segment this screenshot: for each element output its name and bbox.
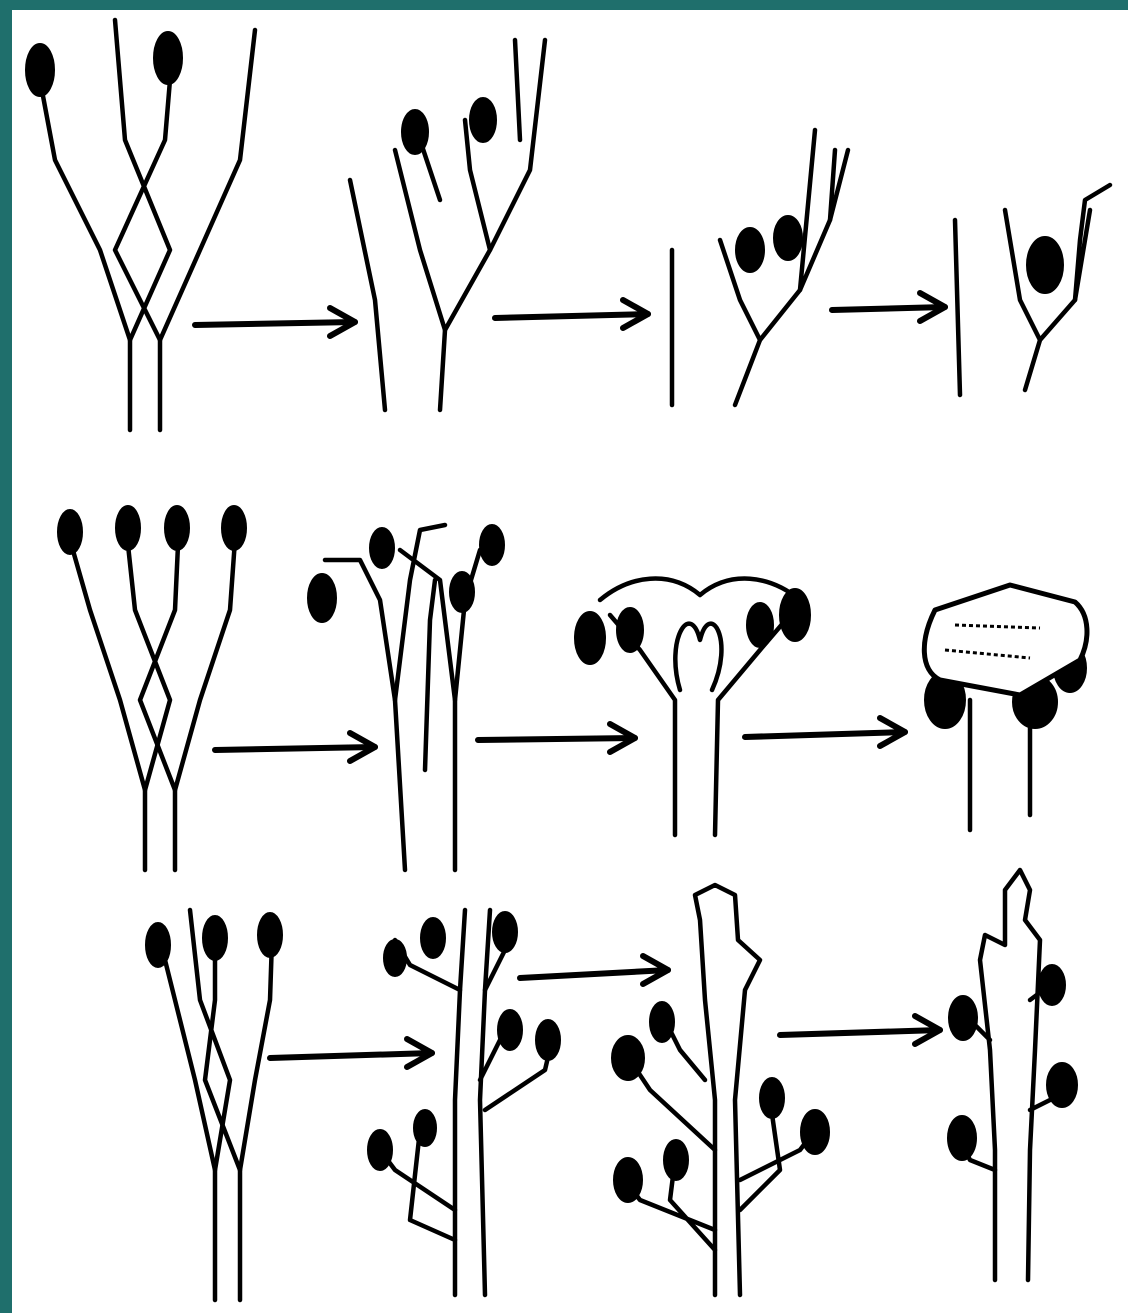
sporangium-icon xyxy=(801,1110,829,1154)
sporangium-icon xyxy=(146,923,170,967)
arrow-icon xyxy=(270,1039,432,1067)
row-2-stage-4-peltate-sporangiophore xyxy=(924,585,1087,830)
arrow-icon xyxy=(495,300,648,328)
sporangium-icon xyxy=(747,603,773,647)
row-3-stage-1-dichotomous-branching xyxy=(146,910,282,1300)
telome-evolution-diagram xyxy=(12,10,1128,1313)
row-2 xyxy=(58,506,1087,870)
row-3-stage-4-reduced-sporophyll xyxy=(948,870,1077,1280)
arrow-icon xyxy=(832,293,945,321)
sporangium-icon xyxy=(222,506,246,550)
sporangium-icon xyxy=(384,940,406,976)
sporangium-icon xyxy=(368,1130,392,1170)
sporangium-icon xyxy=(450,572,474,612)
sporangium-icon xyxy=(736,228,764,272)
sporangium-icon xyxy=(493,912,517,952)
sporangium-icon xyxy=(948,1116,976,1160)
sporangium-icon xyxy=(26,44,54,96)
sporangium-icon xyxy=(480,525,504,565)
sporangium-icon xyxy=(1027,237,1063,293)
arrow-icon xyxy=(745,718,905,746)
sporangium-icon xyxy=(154,32,182,84)
row-2-stage-2-recurving-telomes xyxy=(308,525,504,870)
sporangium-icon xyxy=(498,1010,522,1050)
sporangium-icon xyxy=(760,1078,784,1118)
sporangium-icon xyxy=(258,913,282,957)
arrow-icon xyxy=(215,733,375,761)
sporangium-icon xyxy=(203,916,227,960)
sporangium-icon xyxy=(774,216,802,260)
sporangium-icon xyxy=(949,996,977,1040)
row-1-stage-3-planation xyxy=(672,130,848,405)
row-1 xyxy=(26,20,1110,430)
sporangium-icon xyxy=(1039,965,1065,1005)
arrow-icon xyxy=(520,956,668,984)
sporangium-icon xyxy=(370,528,394,568)
sporangium-icon xyxy=(536,1020,560,1060)
row-2-stage-3-fusion xyxy=(575,579,810,835)
row-3-stage-3-webbing xyxy=(612,885,829,1295)
row-3-stage-2-lateral-branching xyxy=(368,910,560,1295)
arrow-icon xyxy=(780,1016,940,1044)
sporangium-icon xyxy=(58,510,82,554)
sporangium-icon xyxy=(421,918,445,958)
arrow-icon xyxy=(195,308,355,336)
sporangium-icon xyxy=(116,506,140,550)
arrow-icon xyxy=(478,724,635,752)
diagram-canvas xyxy=(12,10,1128,1313)
sporangium-icon xyxy=(402,110,428,154)
sporangium-icon xyxy=(414,1110,436,1146)
sporangium-icon xyxy=(614,1158,642,1202)
sporangium-icon xyxy=(1047,1063,1077,1107)
sporangium-icon xyxy=(470,98,496,142)
sporangium-icon xyxy=(165,506,189,550)
row-3 xyxy=(146,870,1077,1300)
row-1-stage-1-dichotomous-branching xyxy=(26,20,255,430)
sporangium-icon xyxy=(308,574,336,622)
row-1-stage-2-overtopping xyxy=(350,40,545,410)
sporangium-icon xyxy=(780,589,810,641)
sporangium-icon xyxy=(650,1002,674,1042)
sporangium-icon xyxy=(664,1140,688,1180)
sporangium-icon xyxy=(612,1036,644,1080)
row-2-stage-1-dichotomous-branching xyxy=(58,506,246,870)
sporangium-icon xyxy=(575,612,605,664)
row-1-stage-4-recurvation xyxy=(955,185,1110,395)
sporangium-icon xyxy=(617,608,643,652)
